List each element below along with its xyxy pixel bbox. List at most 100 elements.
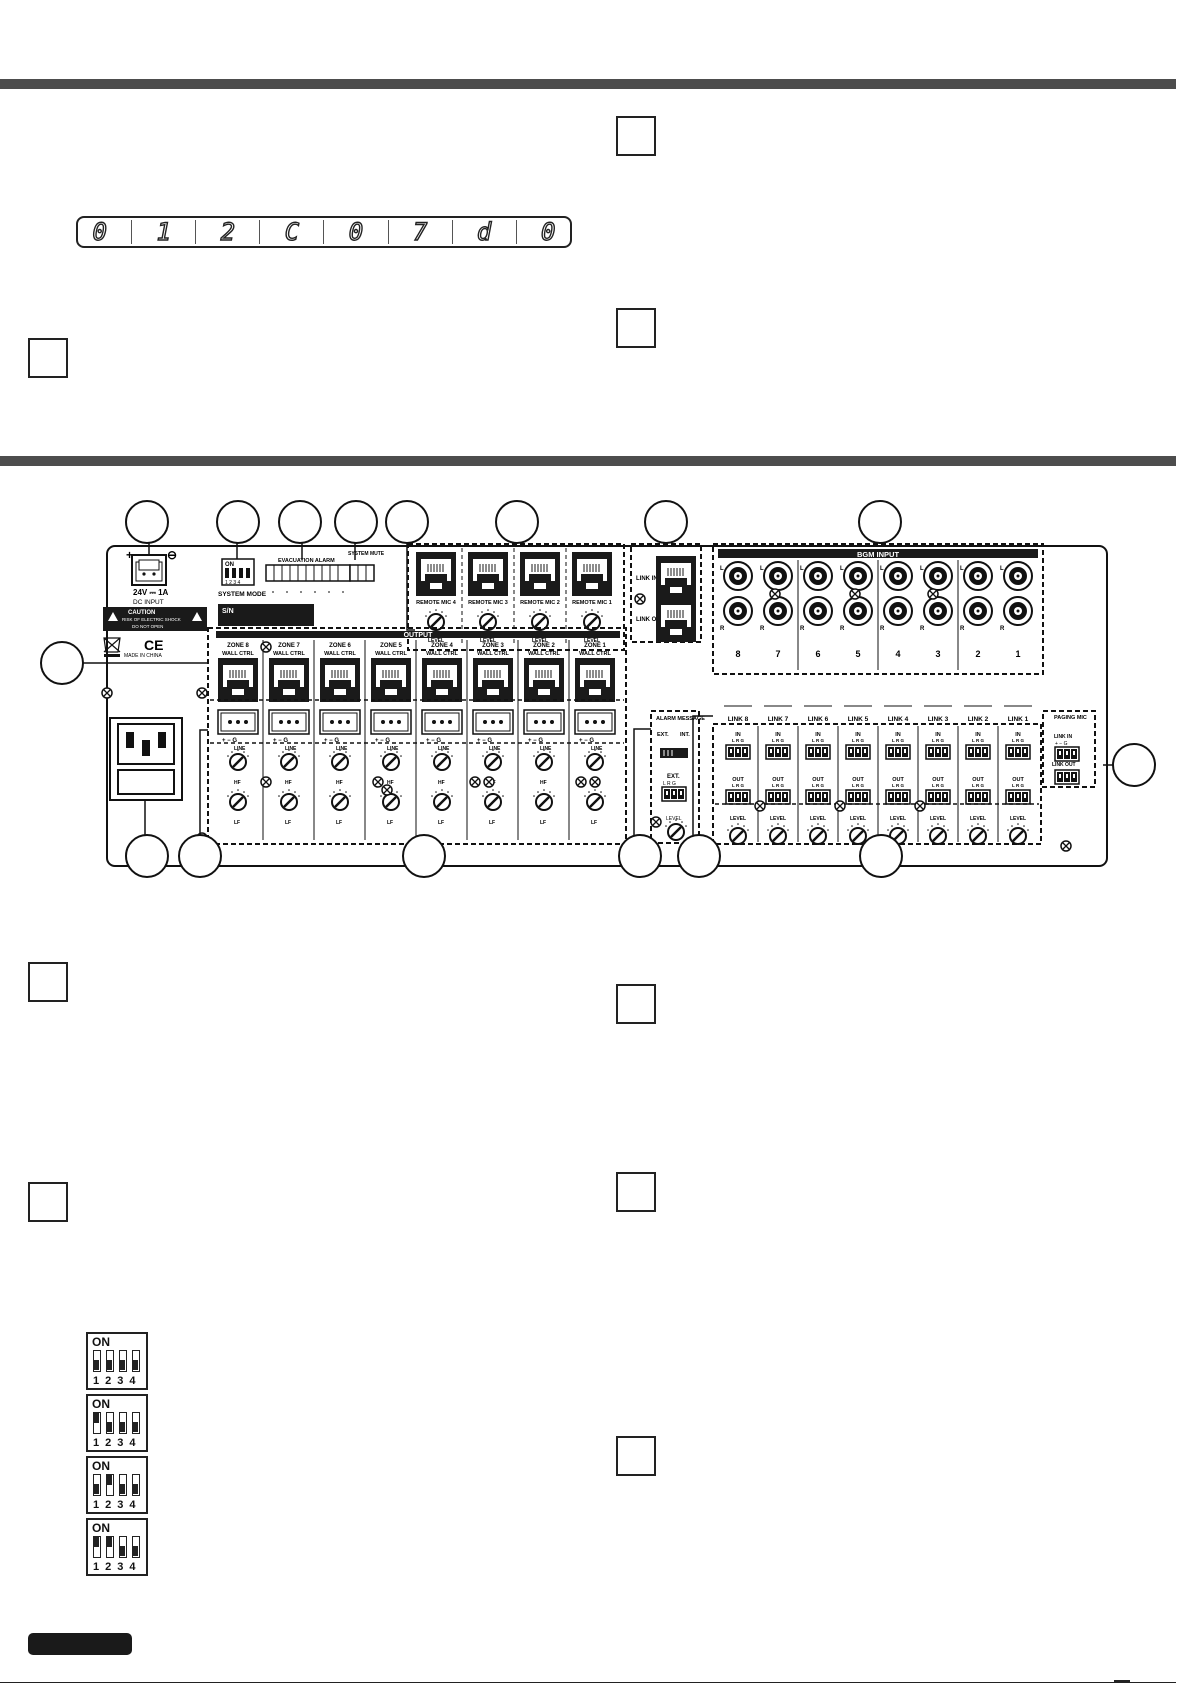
dip-on-label: ON xyxy=(92,1335,110,1349)
wall-ctrl-label: WALL CTRL xyxy=(579,651,611,657)
system-mute-terminal[interactable] xyxy=(349,564,375,582)
wall-ctrl-port[interactable] xyxy=(472,657,514,703)
link-out-terminal[interactable] xyxy=(925,789,951,805)
link-in-port[interactable] xyxy=(655,555,697,601)
link-in-terminal[interactable] xyxy=(805,744,831,760)
zone-label: ZONE 1 xyxy=(584,643,606,649)
wall-ctrl-port[interactable] xyxy=(370,657,412,703)
display-digit: 0 xyxy=(348,217,364,246)
bgm-rca-right-jack[interactable] xyxy=(763,596,793,626)
remote-mic-label: REMOTE MIC 1 xyxy=(572,600,612,606)
zone-speaker-terminal[interactable] xyxy=(217,709,259,735)
dc-input-terminal[interactable] xyxy=(138,559,160,571)
evacuation-alarm-terminal[interactable] xyxy=(265,564,351,582)
zone-line-label: LINE xyxy=(438,746,450,752)
bgm-right-label: R xyxy=(920,626,925,632)
link-in-terminal[interactable] xyxy=(765,744,791,760)
rear-panel-diagram: + ⊖ 24V ⎓ 1A DC INPUT ON 1 2 3 4 SYSTEM … xyxy=(40,500,1156,878)
link-out-label: OUT xyxy=(772,777,784,783)
zone-speaker-terminal[interactable] xyxy=(523,709,565,735)
link-in-terminal[interactable] xyxy=(845,744,871,760)
wall-ctrl-port[interactable] xyxy=(421,657,463,703)
caution-line1: RISK OF ELECTRIC SHOCK xyxy=(122,617,181,622)
bgm-rca-right-jack[interactable] xyxy=(843,596,873,626)
page-tab-marker xyxy=(28,1633,132,1655)
bgm-rca-right-jack[interactable] xyxy=(923,596,953,626)
zone-label: ZONE 7 xyxy=(278,643,300,649)
section-rule-middle xyxy=(0,456,1176,466)
bgm-rca-left-jack[interactable] xyxy=(963,561,993,591)
panel-screw-icon xyxy=(849,588,861,600)
remote-mic-port[interactable] xyxy=(467,551,509,597)
alarm-message-switch[interactable] xyxy=(660,748,688,758)
footer-mark xyxy=(1114,1680,1130,1683)
level-label: LEVEL xyxy=(532,638,548,644)
link-in-terminal[interactable] xyxy=(885,744,911,760)
link-out-terminal[interactable] xyxy=(965,789,991,805)
panel-screw-icon xyxy=(914,800,926,812)
zone-speaker-terminal[interactable] xyxy=(574,709,616,735)
dc-input-label: DC INPUT xyxy=(133,599,164,606)
link-lrg-label: L R G xyxy=(772,783,784,788)
paging-link-in-terminal[interactable] xyxy=(1054,746,1080,762)
link-out-terminal[interactable] xyxy=(765,789,791,805)
zone-pins-label: + − G xyxy=(528,738,543,744)
wall-ctrl-label: WALL CTRL xyxy=(375,651,407,657)
level-label: LEVEL xyxy=(480,638,496,644)
wall-ctrl-port[interactable] xyxy=(523,657,565,703)
zone-speaker-terminal[interactable] xyxy=(319,709,361,735)
dip-switch-lever xyxy=(106,1350,114,1372)
link-out-terminal[interactable] xyxy=(1005,789,1031,805)
zone-speaker-terminal[interactable] xyxy=(421,709,463,735)
link-out-terminal[interactable] xyxy=(885,789,911,805)
wall-ctrl-port[interactable] xyxy=(319,657,361,703)
link-in-terminal[interactable] xyxy=(1005,744,1031,760)
dip-on-label: ON xyxy=(92,1459,110,1473)
zone-hf-label: HF xyxy=(438,780,445,786)
link-in-terminal[interactable] xyxy=(925,744,951,760)
alarm-ext-terminal[interactable] xyxy=(661,786,687,802)
link-out-terminal[interactable] xyxy=(725,789,751,805)
link-number-label: LINK 3 xyxy=(928,716,949,723)
fuse-holder[interactable] xyxy=(117,769,175,795)
dip-switch-lever xyxy=(93,1412,101,1434)
bgm-rca-left-jack[interactable] xyxy=(923,561,953,591)
bgm-rca-right-jack[interactable] xyxy=(803,596,833,626)
bgm-rca-left-jack[interactable] xyxy=(1003,561,1033,591)
dip-switch-lever xyxy=(119,1536,127,1558)
link-in-terminal[interactable] xyxy=(965,744,991,760)
bgm-rca-left-jack[interactable] xyxy=(883,561,913,591)
dip-numbers-label: 1234 xyxy=(93,1375,142,1387)
wall-ctrl-port[interactable] xyxy=(268,657,310,703)
link-in-terminal[interactable] xyxy=(725,744,751,760)
link-level-label: LEVEL xyxy=(730,816,746,822)
bgm-rca-left-jack[interactable] xyxy=(723,561,753,591)
remote-mic-port[interactable] xyxy=(415,551,457,597)
link-out-port[interactable] xyxy=(655,597,697,643)
link-out-label: OUT xyxy=(892,777,904,783)
wall-ctrl-port[interactable] xyxy=(217,657,259,703)
link-out-terminal[interactable] xyxy=(805,789,831,805)
link-level-label: LEVEL xyxy=(1010,816,1026,822)
remote-mic-port[interactable] xyxy=(519,551,561,597)
zone-speaker-terminal[interactable] xyxy=(268,709,310,735)
display-digit: C xyxy=(284,217,300,246)
zone-speaker-terminal[interactable] xyxy=(472,709,514,735)
bgm-rca-left-jack[interactable] xyxy=(763,561,793,591)
zone-speaker-terminal[interactable] xyxy=(370,709,412,735)
bgm-rca-left-jack[interactable] xyxy=(843,561,873,591)
dip-switch-lever xyxy=(93,1536,101,1558)
link-lrg-label: L R G xyxy=(852,738,864,743)
zone-line-label: LINE xyxy=(234,746,246,752)
bgm-rca-right-jack[interactable] xyxy=(883,596,913,626)
bgm-rca-right-jack[interactable] xyxy=(1003,596,1033,626)
zone-line-label: LINE xyxy=(489,746,501,752)
bgm-rca-right-jack[interactable] xyxy=(963,596,993,626)
bgm-rca-right-jack[interactable] xyxy=(723,596,753,626)
remote-mic-port[interactable] xyxy=(571,551,613,597)
bgm-rca-left-jack[interactable] xyxy=(803,561,833,591)
link-out-terminal[interactable] xyxy=(845,789,871,805)
display-digit: 0 xyxy=(92,217,108,246)
paging-link-out-terminal[interactable] xyxy=(1054,769,1080,785)
wall-ctrl-port[interactable] xyxy=(574,657,616,703)
